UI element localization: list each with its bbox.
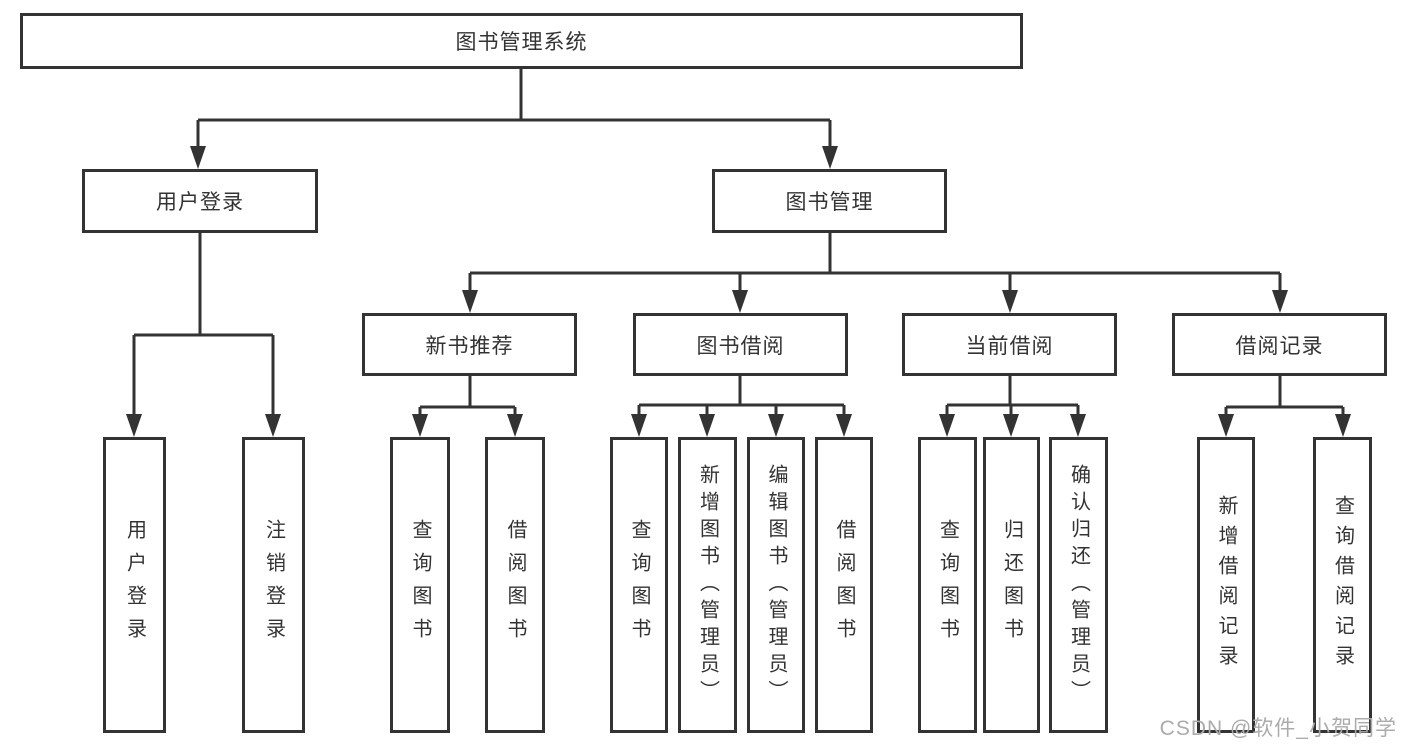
leaf-recommend-borrow-books-label: 借阅图书	[504, 519, 526, 651]
node-book-management-label: 图书管理	[785, 191, 874, 214]
node-new-book-recommend: 新书推荐	[362, 313, 577, 376]
watermark: CSDN @软件_小贺同学	[1159, 717, 1397, 740]
node-book-borrow-label: 图书借阅	[696, 334, 785, 358]
leaf-add-books-admin-label: 新增图书（管理员）	[696, 463, 719, 707]
leaf-current-query-books-label: 查询图书	[936, 519, 959, 651]
leaf-borrow-query-books: 查询图书	[610, 437, 668, 733]
leaf-edit-books-admin: 编辑图书（管理员）	[747, 437, 805, 733]
leaf-query-borrow-record-label: 查询借阅记录	[1331, 495, 1354, 675]
node-borrow-records: 借阅记录	[1172, 313, 1387, 376]
node-book-management: 图书管理	[712, 169, 947, 233]
leaf-borrow-books-label: 借阅图书	[833, 519, 855, 651]
leaf-return-books-label: 归还图书	[1000, 519, 1023, 651]
node-new-book-recommend-label: 新书推荐	[425, 334, 514, 358]
leaf-user-login-label: 用户登录	[123, 519, 146, 651]
node-book-borrow: 图书借阅	[633, 313, 848, 376]
leaf-recommend-query-books: 查询图书	[390, 437, 450, 733]
node-root-label: 图书管理系统	[455, 31, 588, 54]
leaf-current-query-books: 查询图书	[918, 437, 977, 733]
leaf-return-books: 归还图书	[983, 437, 1040, 733]
leaf-query-borrow-record: 查询借阅记录	[1313, 437, 1372, 733]
leaf-confirm-return-admin-label: 确认归还（管理员）	[1067, 463, 1090, 707]
leaf-borrow-query-books-label: 查询图书	[628, 519, 650, 651]
node-root-system: 图书管理系统	[20, 13, 1023, 69]
leaf-logout: 注销登录	[242, 437, 305, 733]
node-current-borrow-label: 当前借阅	[965, 334, 1054, 358]
leaf-recommend-query-books-label: 查询图书	[409, 519, 431, 651]
leaf-logout-label: 注销登录	[262, 519, 285, 651]
leaf-add-borrow-record: 新增借阅记录	[1197, 437, 1255, 733]
leaf-edit-books-admin-label: 编辑图书（管理员）	[765, 463, 787, 707]
leaf-user-login: 用户登录	[103, 437, 166, 733]
node-borrow-records-label: 借阅记录	[1235, 334, 1324, 358]
node-user-login-label: 用户登录	[156, 191, 244, 214]
leaf-recommend-borrow-books: 借阅图书	[485, 437, 545, 733]
leaf-borrow-books: 借阅图书	[815, 437, 873, 733]
leaf-confirm-return-admin: 确认归还（管理员）	[1049, 437, 1108, 733]
leaf-add-books-admin: 新增图书（管理员）	[678, 437, 737, 733]
node-user-login: 用户登录	[82, 169, 318, 233]
leaf-add-borrow-record-label: 新增借阅记录	[1215, 495, 1237, 675]
node-current-borrow: 当前借阅	[902, 313, 1117, 376]
